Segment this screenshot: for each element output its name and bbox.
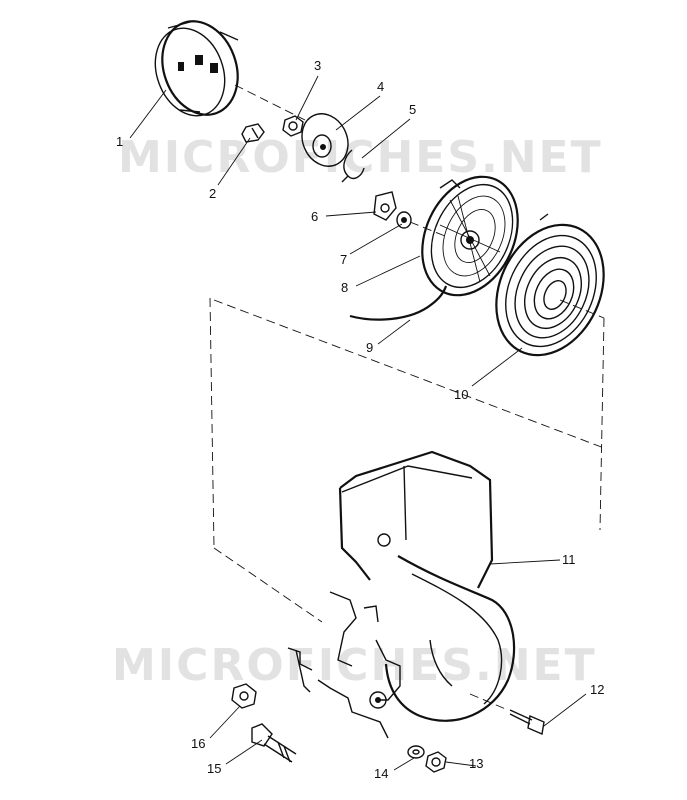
- bolt-part-12: [469, 693, 545, 735]
- leader-lines: [129, 75, 587, 771]
- callout-6: 6: [311, 209, 318, 224]
- callout-2: 2: [209, 186, 216, 201]
- callout-9: 9: [366, 340, 373, 355]
- friction-plate-part-4: [301, 113, 349, 167]
- nut-part-3: [282, 115, 304, 137]
- bushing-part-7: [396, 211, 412, 229]
- pawl-part-6: [373, 191, 397, 221]
- callout-7: 7: [340, 252, 347, 267]
- callout-5: 5: [409, 102, 416, 117]
- callout-3: 3: [314, 58, 321, 73]
- callout-15: 15: [207, 761, 221, 776]
- washer-part-14: [407, 745, 425, 759]
- rope-reel-part-8: [409, 175, 519, 297]
- callout-11: 11: [562, 552, 576, 567]
- watermark-top: MICROFICHES.NET: [118, 132, 603, 183]
- starter-rope-part-9: [349, 285, 448, 321]
- callout-10: 10: [454, 387, 468, 402]
- starter-housing-part-11: [287, 450, 516, 739]
- starter-cup-part: [154, 20, 306, 121]
- callout-8: 8: [341, 280, 348, 295]
- callout-12: 12: [590, 682, 604, 697]
- bolt-part-2: [241, 123, 265, 143]
- callout-13: 13: [469, 756, 483, 771]
- callout-14: 14: [374, 766, 388, 781]
- callout-1: 1: [116, 134, 123, 149]
- nut-part-13: [425, 751, 447, 773]
- callout-4: 4: [377, 79, 384, 94]
- nut-part-16: [231, 683, 257, 709]
- bolt-part-15: [251, 723, 297, 763]
- watermark-bottom: MICROFICHES.NET: [112, 640, 597, 691]
- recoil-spring-part-10: [495, 213, 605, 357]
- spring-clip-part-5: [341, 149, 365, 183]
- callout-16: 16: [191, 736, 205, 751]
- assembly-outline: [209, 297, 605, 623]
